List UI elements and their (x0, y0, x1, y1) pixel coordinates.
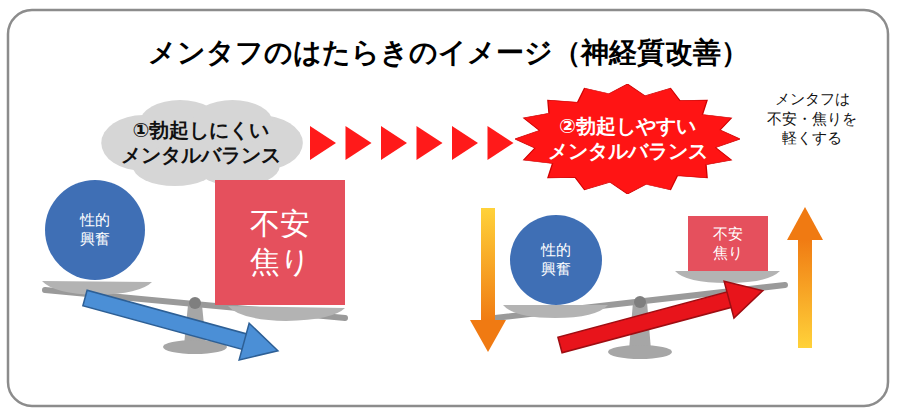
note-text: メンタフは 不安・焦りを 軽くする (766, 90, 858, 149)
down-arrow-orange (470, 208, 506, 352)
node-text: ①勃起しにくい メンタルバランス (120, 118, 282, 168)
node-text: ②勃起しやすい メンタルバランス (547, 114, 709, 164)
node-text: 不安 焦り (712, 225, 744, 263)
cloud-label: ①勃起しにくい メンタルバランス (96, 98, 306, 188)
excitement-circle: 性的 興奮 (45, 180, 145, 280)
chevron-connector (310, 126, 514, 160)
side-note: メンタフは 不安・焦りを 軽くする (742, 90, 882, 149)
up-arrow-orange (787, 207, 823, 348)
frame-border (8, 10, 888, 406)
node-text: 性的 興奮 (79, 211, 111, 249)
anxiety-box: 不安 焦り (688, 216, 768, 271)
diagram-title: メンタフのはたらきのイメージ（神経質改善） (0, 34, 897, 72)
node-text: 性的 興奮 (540, 241, 572, 279)
node-text: 不安 焦り (248, 205, 313, 280)
burst-label: ②勃起しやすい メンタルバランス (515, 84, 740, 194)
excitement-circle: 性的 興奮 (510, 215, 602, 305)
anxiety-box: 不安 焦り (215, 180, 345, 305)
